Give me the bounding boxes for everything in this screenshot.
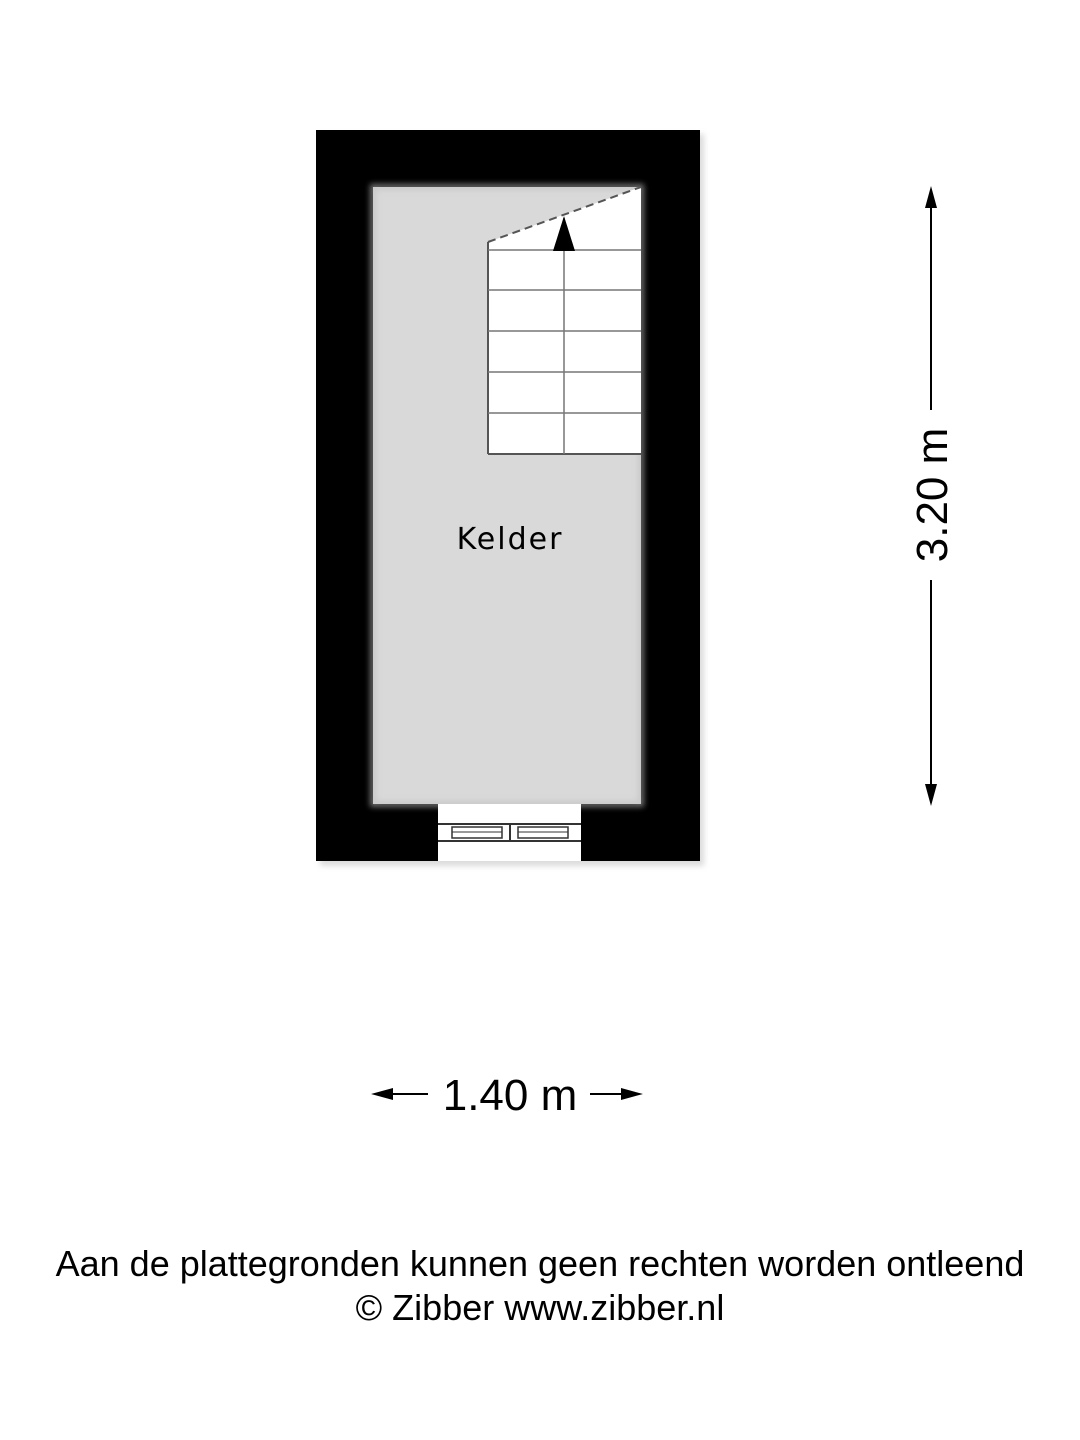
height-dimension-label: 3.20 m (908, 428, 957, 563)
room-label: Kelder (457, 522, 564, 557)
arrow-down-icon (925, 784, 937, 806)
copyright-text: © Zibber www.zibber.nl (355, 1287, 725, 1328)
stair-up-arrow-icon (553, 216, 575, 251)
staircase (487, 186, 642, 455)
disclaimer-text: Aan de plattegronden kunnen geen rechten… (55, 1243, 1025, 1284)
arrow-left-icon (371, 1088, 393, 1100)
width-dimension: 1.40 m (371, 1071, 643, 1120)
window (438, 804, 581, 861)
arrow-right-icon (621, 1088, 643, 1100)
arrow-up-icon (925, 186, 937, 208)
stair-cut-line (487, 186, 642, 243)
width-dimension-label: 1.40 m (443, 1071, 578, 1120)
height-dimension: 3.20 m (908, 186, 957, 806)
